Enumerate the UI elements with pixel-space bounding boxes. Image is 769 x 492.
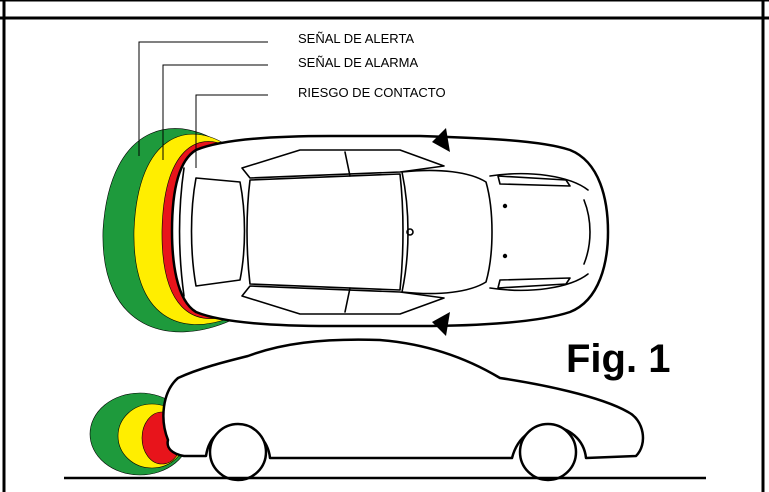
mirror-bottom: [432, 312, 450, 336]
car-top-body: [170, 134, 610, 328]
label-alarm: SEÑAL DE ALARMA: [298, 55, 419, 70]
leader-contact: [195, 94, 268, 168]
car-side-view: [162, 338, 645, 482]
car-top-view: [170, 128, 610, 336]
label-contact: RIESGO DE CONTACTO: [298, 85, 446, 100]
wheel-rear: [208, 422, 268, 482]
label-alert: SEÑAL DE ALERTA: [298, 31, 414, 46]
leader-alert: [138, 41, 268, 156]
leader-alarm: [162, 64, 268, 160]
wheel-front: [518, 422, 578, 482]
figure-label: Fig. 1: [566, 337, 670, 381]
zone-leader-lines: [138, 41, 268, 168]
mirror-top: [432, 128, 450, 152]
